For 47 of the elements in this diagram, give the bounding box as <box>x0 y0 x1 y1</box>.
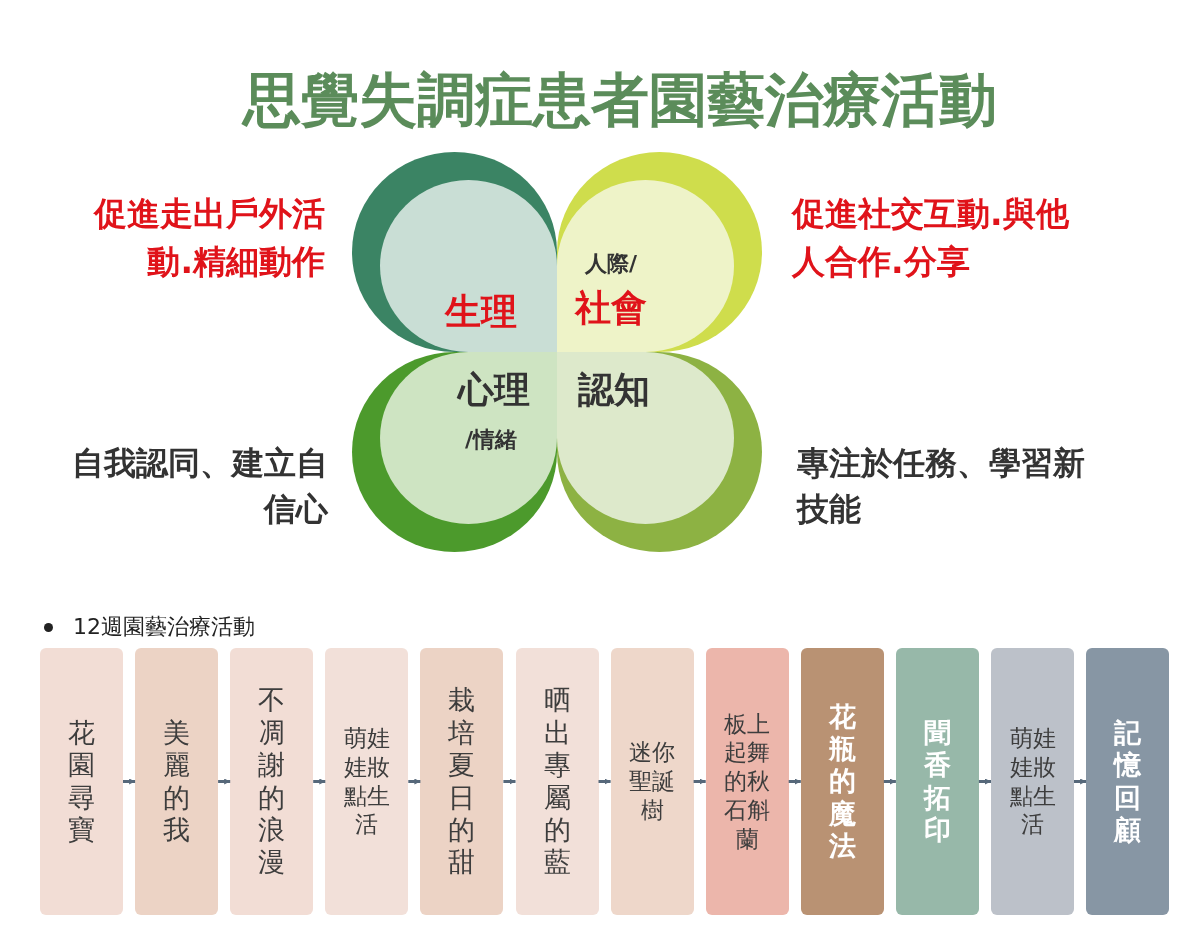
activity-card <box>40 648 123 915</box>
arrow <box>503 778 516 785</box>
arrow <box>313 778 326 785</box>
arrow <box>408 778 421 785</box>
activity-card <box>991 648 1074 915</box>
activity-card <box>515 648 599 915</box>
leaf-label: 社會 <box>575 288 647 328</box>
activity-card <box>135 648 219 915</box>
activity-name: 萌娃娃妝點生活 <box>1009 724 1056 839</box>
activity-name: 聞香拓印 <box>923 716 951 847</box>
activity-card <box>800 648 884 915</box>
activity-name: 花園尋寶 <box>68 716 95 847</box>
activity-name: 記憶回顧 <box>1114 716 1142 847</box>
leaf-label: 認知 <box>578 370 650 410</box>
arrow <box>883 778 896 785</box>
arrow <box>1074 778 1087 785</box>
title: 思覺失調症患者園藝治療活動 <box>240 65 998 136</box>
activity-card <box>325 648 409 915</box>
arrow <box>978 778 991 785</box>
leaf-label: 生理 <box>445 292 517 332</box>
benefit-text: 促進走出戶外活動.精細動作 <box>92 193 325 283</box>
benefit-text: 促進社交互動.與他人合作.分享 <box>792 193 1070 283</box>
activity-name: 萌娃娃妝點生活 <box>343 724 390 839</box>
leaf-label: /情緒 <box>465 428 518 453</box>
activity-card <box>895 648 979 915</box>
activity-card <box>420 648 504 915</box>
arrow <box>598 778 611 785</box>
leaf-label: 人際/ <box>585 252 638 277</box>
section-heading: 12週園藝治療活動 <box>73 613 255 641</box>
arrow <box>123 778 136 785</box>
activity-name: 不凋謝的浪漫 <box>258 684 286 879</box>
activity-name: 美麗的我 <box>163 716 191 847</box>
activity-card <box>1086 648 1170 915</box>
leaf-label: 心理 <box>458 370 530 410</box>
arrow <box>693 778 706 785</box>
benefit-text: 自我認同、建立自信心 <box>71 443 328 531</box>
arrow <box>788 778 801 785</box>
arrow <box>218 778 231 785</box>
activity-name: 晒出專屬的藍 <box>543 684 571 879</box>
activity-card <box>705 648 789 915</box>
benefit-text: 專注於任務、學習新技能 <box>797 443 1086 531</box>
activity-card <box>610 648 694 915</box>
activity-name: 栽培夏日的甜 <box>448 684 476 879</box>
activity-name: 迷你聖誕樹 <box>629 738 676 825</box>
activity-card <box>230 648 314 915</box>
activity-name: 花瓶的魔法 <box>828 700 856 863</box>
activity-name: 板上起舞的秋石斛蘭 <box>724 709 771 854</box>
